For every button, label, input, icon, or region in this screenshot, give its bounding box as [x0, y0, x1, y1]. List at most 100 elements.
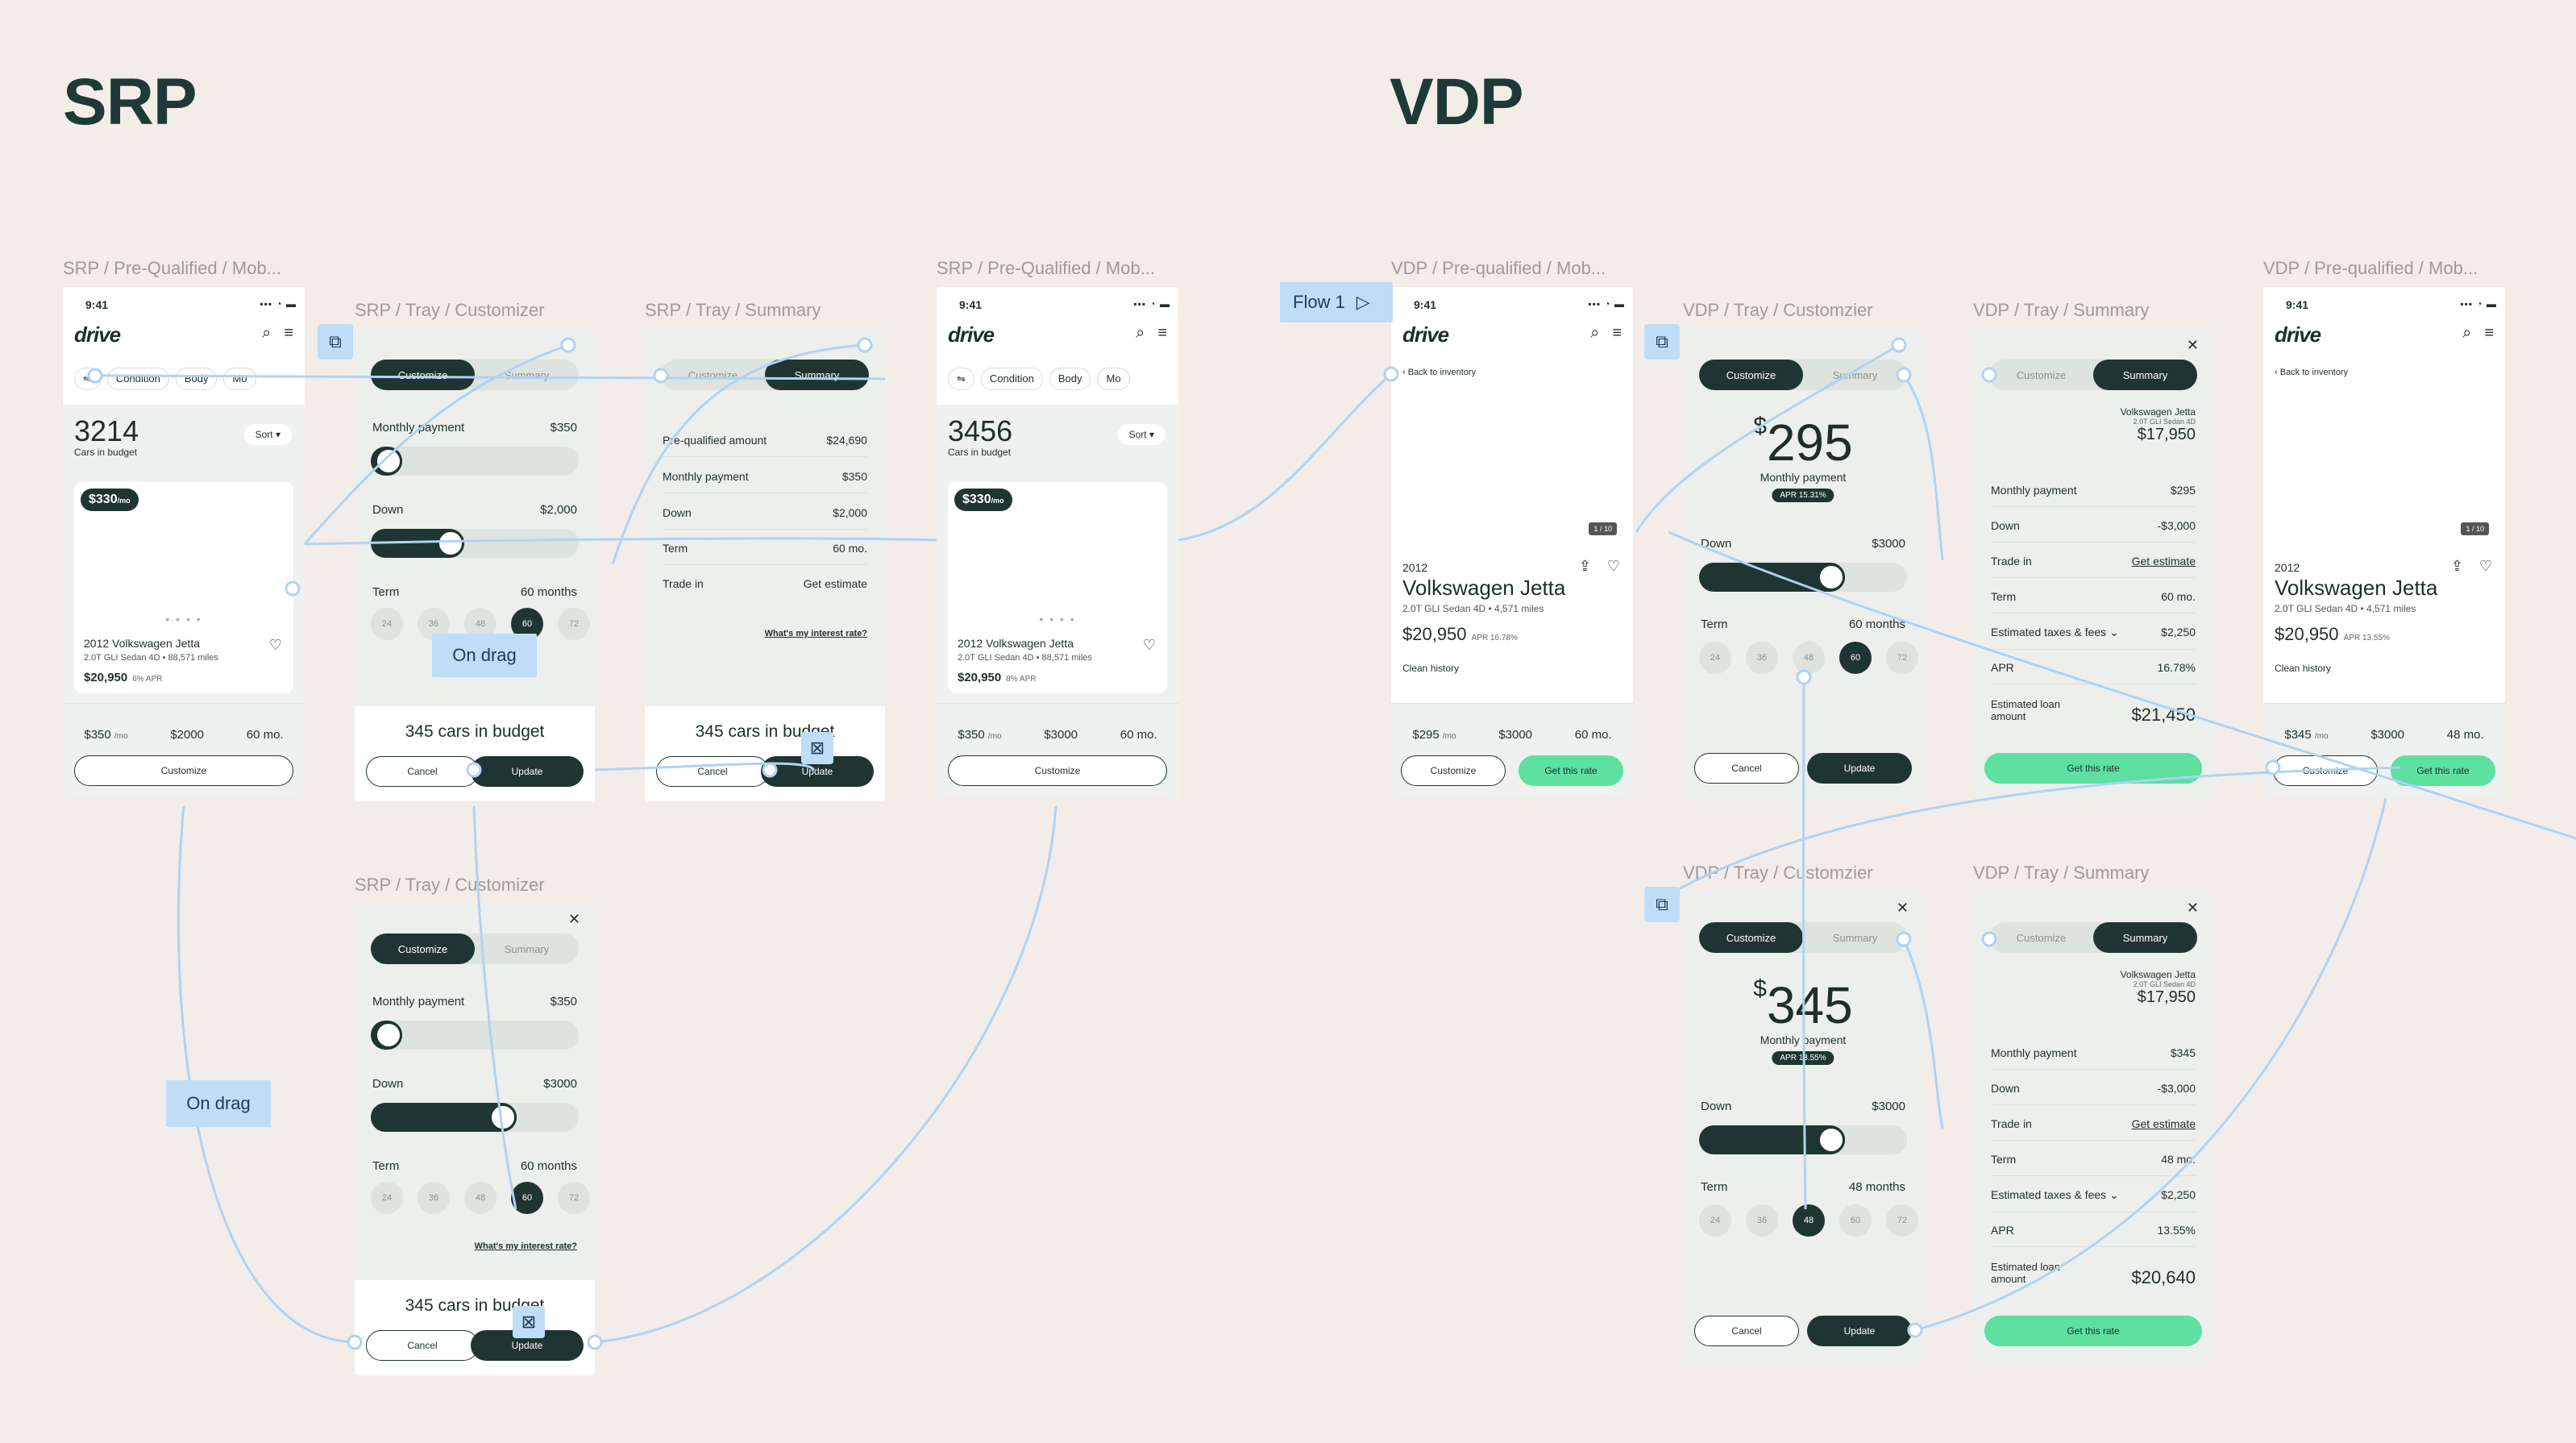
get-rate-button[interactable]: Get this rate — [2391, 755, 2495, 786]
term-option[interactable]: 24 — [371, 608, 403, 640]
cancel-button[interactable]: Cancel — [1694, 1316, 1799, 1346]
down-slider[interactable] — [1699, 1125, 1907, 1154]
drive-logo[interactable]: drive — [74, 322, 121, 347]
back-to-inventory-link[interactable]: ‹ Back to inventory — [2275, 368, 2349, 377]
cancel-button[interactable]: Cancel — [366, 1330, 479, 1361]
monthly-slider[interactable] — [371, 447, 579, 476]
customize-button[interactable]: Customize — [1401, 755, 1506, 786]
back-to-inventory-link[interactable]: ‹ Back to inventory — [1402, 368, 1477, 377]
sort-button[interactable]: Sort ▾ — [1117, 424, 1165, 445]
down-slider-knob[interactable] — [437, 530, 465, 557]
get-rate-button[interactable]: Get this rate — [1984, 753, 2202, 784]
sort-button[interactable]: Sort ▾ — [243, 424, 292, 445]
overlay-icon[interactable]: ⧉ — [1644, 324, 1680, 360]
down-slider[interactable] — [371, 1103, 579, 1132]
term-option[interactable]: 36 — [1746, 642, 1778, 674]
search-icon[interactable]: ⌕ — [1136, 324, 1145, 342]
get-rate-button[interactable]: Get this rate — [1984, 1316, 2202, 1346]
term-option[interactable]: 48 — [464, 1182, 497, 1214]
get-estimate-link[interactable]: Get estimate — [2131, 555, 2196, 568]
term-option[interactable]: 36 — [418, 1182, 450, 1214]
drive-logo[interactable]: drive — [2275, 322, 2321, 347]
term-option[interactable]: 60 — [1839, 1204, 1872, 1237]
chip-condition[interactable]: Condition — [980, 368, 1043, 390]
tab-summary[interactable]: Summary — [2093, 922, 2197, 953]
tab-customize[interactable]: Customize — [1699, 360, 1803, 390]
tab-summary[interactable]: Summary — [2093, 360, 2197, 390]
tab-customize[interactable]: Customize — [2016, 368, 2067, 381]
on-drag-annotation[interactable]: On drag — [432, 634, 537, 677]
close-overlay-icon[interactable]: ⊠ — [513, 1306, 545, 1338]
chip-body[interactable]: Body — [1049, 368, 1091, 390]
tab-summary[interactable]: Summary — [504, 942, 550, 955]
get-estimate-link[interactable]: Get estimate — [2131, 1117, 2196, 1130]
interest-rate-link[interactable]: What's my interest rate? — [764, 629, 867, 638]
monthly-slider-knob[interactable] — [374, 447, 402, 475]
interest-rate-link[interactable]: What's my interest rate? — [474, 1241, 577, 1251]
overlay-icon[interactable]: ⧉ — [318, 324, 353, 360]
heart-icon[interactable]: ♡ — [1606, 558, 1620, 574]
term-option[interactable]: 48 — [1793, 1204, 1825, 1237]
menu-icon[interactable]: ≡ — [2484, 324, 2494, 342]
term-option[interactable]: 60 — [511, 1182, 543, 1214]
customize-button[interactable]: Customize — [2273, 755, 2378, 786]
close-icon[interactable]: ✕ — [2186, 900, 2199, 916]
customize-button[interactable]: Customize — [74, 755, 293, 786]
search-icon[interactable]: ⌕ — [262, 324, 272, 342]
heart-icon[interactable]: ♡ — [1142, 637, 1156, 653]
close-icon[interactable]: ✕ — [567, 911, 580, 927]
update-button[interactable]: Update — [471, 756, 584, 787]
down-slider-knob[interactable] — [488, 1104, 517, 1131]
term-option[interactable]: 72 — [558, 1182, 590, 1214]
close-icon[interactable]: ✕ — [2186, 337, 2199, 353]
term-option[interactable]: 24 — [1699, 642, 1731, 674]
term-option[interactable]: 72 — [1886, 642, 1918, 674]
get-estimate-link[interactable]: Get estimate — [803, 577, 867, 590]
search-icon[interactable]: ⌕ — [1590, 324, 1600, 342]
cancel-button[interactable]: Cancel — [366, 756, 479, 787]
chip-more[interactable]: Mo — [223, 368, 256, 390]
customize-button[interactable]: Customize — [948, 755, 1167, 786]
tab-customize[interactable]: Customize — [371, 360, 475, 390]
down-slider-knob[interactable] — [1817, 563, 1845, 591]
chip-condition[interactable]: Condition — [106, 368, 169, 390]
monthly-slider-knob[interactable] — [374, 1021, 402, 1049]
flow-start-badge[interactable]: Flow 1▷ — [1280, 282, 1393, 322]
term-option[interactable]: 72 — [558, 608, 590, 640]
overlay-icon[interactable]: ⧉ — [1644, 887, 1680, 922]
close-icon[interactable]: ✕ — [1896, 900, 1909, 916]
tab-customize[interactable]: Customize — [1699, 922, 1803, 953]
term-option[interactable]: 72 — [1886, 1204, 1918, 1237]
down-slider-knob[interactable] — [1817, 1126, 1845, 1154]
filter-chip-icon[interactable]: ⇋ — [948, 368, 974, 390]
tab-summary[interactable]: Summary — [1832, 931, 1878, 944]
update-button[interactable]: Update — [1807, 753, 1912, 784]
down-slider[interactable] — [1699, 563, 1907, 592]
down-slider[interactable] — [371, 529, 579, 558]
drive-logo[interactable]: drive — [1402, 322, 1449, 347]
tab-customize[interactable]: Customize — [2016, 931, 2067, 944]
monthly-slider[interactable] — [371, 1021, 579, 1050]
tab-summary[interactable]: Summary — [1832, 368, 1878, 381]
share-icon[interactable]: ⇪ — [1578, 558, 1591, 574]
update-button[interactable]: Update — [1807, 1316, 1912, 1346]
term-option[interactable]: 48 — [1793, 642, 1825, 674]
tab-summary[interactable]: Summary — [504, 368, 550, 381]
cancel-button[interactable]: Cancel — [656, 756, 769, 787]
term-option[interactable]: 24 — [1699, 1204, 1731, 1237]
heart-icon[interactable]: ♡ — [268, 637, 282, 653]
close-overlay-icon[interactable]: ⊠ — [801, 732, 833, 764]
tab-summary[interactable]: Summary — [765, 360, 869, 390]
term-option[interactable]: 60 — [1839, 642, 1872, 674]
filter-chip-icon[interactable]: ⇋ — [74, 368, 101, 390]
cancel-button[interactable]: Cancel — [1694, 753, 1799, 784]
search-icon[interactable]: ⌕ — [2462, 324, 2472, 342]
tab-customize[interactable]: Customize — [688, 368, 738, 381]
car-card[interactable]: $330/mo • • • • 2012 Volkswagen Jetta ♡ … — [948, 482, 1167, 693]
term-option[interactable]: 36 — [1746, 1204, 1778, 1237]
tab-customize[interactable]: Customize — [371, 934, 475, 964]
on-drag-annotation[interactable]: On drag — [166, 1080, 271, 1127]
get-rate-button[interactable]: Get this rate — [1519, 755, 1623, 786]
car-card[interactable]: $330/mo • • • • 2012 Volkswagen Jetta ♡ … — [74, 482, 293, 693]
menu-icon[interactable]: ≡ — [284, 324, 293, 342]
